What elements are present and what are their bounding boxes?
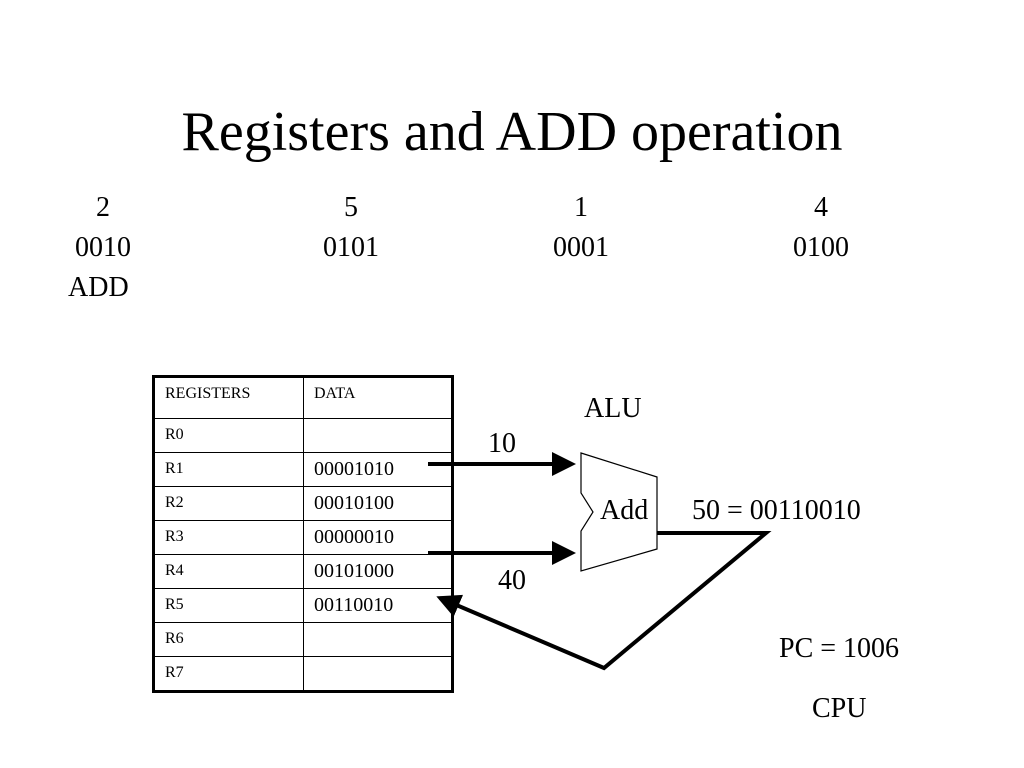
table-header-row: REGISTERS DATA [153, 376, 453, 419]
table-row: R3 00000010 [153, 520, 453, 555]
instruction-field-3: 1 0001 [546, 188, 616, 268]
result-value: 50 = 00110010 [692, 495, 861, 526]
alu-shape [580, 452, 658, 572]
alu-operation-label: Add [600, 495, 649, 526]
instruction-field-4: 4 0100 [786, 188, 856, 268]
cpu-label: CPU [812, 693, 867, 724]
slide-title: Registers and ADD operation [181, 101, 843, 163]
field-decimal: 2 [96, 192, 110, 223]
register-name: R4 [153, 554, 304, 589]
field-decimal: 5 [344, 192, 358, 223]
field-mnemonic: ADD [68, 272, 129, 303]
input-b-value: 40 [498, 565, 526, 596]
table-row: R4 00101000 [153, 554, 453, 589]
register-data: 00000010 [303, 520, 453, 555]
field-binary: 0010 [75, 232, 131, 263]
field-binary: 0100 [793, 232, 849, 263]
program-counter: PC = 1006 [779, 633, 900, 664]
table-row: R7 [153, 656, 453, 692]
result-feedback-arrow [436, 531, 772, 671]
instruction-field-1: 2 0010 ADD [68, 188, 138, 308]
field-binary: 0101 [323, 232, 379, 263]
register-name: R5 [153, 588, 304, 623]
field-decimal: 1 [574, 192, 588, 223]
register-data: 00001010 [303, 452, 453, 487]
register-table: REGISTERS DATA R0 R1 00001010 R2 0001010… [152, 375, 454, 693]
register-name: R3 [153, 520, 304, 555]
register-name: R6 [153, 622, 304, 657]
header-registers: REGISTERS [153, 376, 304, 419]
alu-label: ALU [584, 393, 642, 424]
table-row: R2 00010100 [153, 486, 453, 521]
table-row: R6 [153, 622, 453, 657]
register-data: 00101000 [303, 554, 453, 589]
field-binary: 0001 [553, 232, 609, 263]
header-data: DATA [303, 376, 453, 419]
field-decimal: 4 [814, 192, 828, 223]
instruction-field-2: 5 0101 [316, 188, 386, 268]
input-a-value: 10 [488, 428, 516, 459]
table-row: R1 00001010 [153, 452, 453, 487]
register-data: 00010100 [303, 486, 453, 521]
register-data [303, 656, 453, 692]
